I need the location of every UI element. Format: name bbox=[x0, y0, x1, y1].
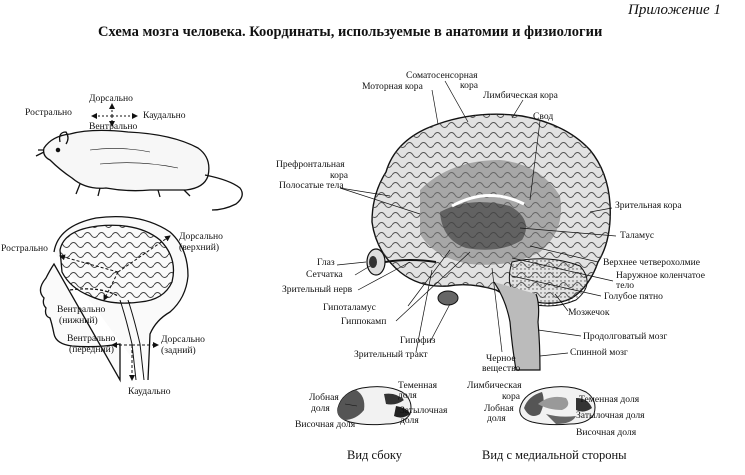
rat-caudal-label: Каудально bbox=[143, 110, 186, 121]
medial-limbic-label: Лимбическая bbox=[467, 380, 522, 391]
medial-limbic-label-2: кора bbox=[502, 391, 521, 402]
rat-figure bbox=[35, 129, 243, 211]
label-locus-coeruleus: Голубое пятно bbox=[604, 291, 663, 302]
label-striatum: Полосатые тела bbox=[279, 180, 344, 191]
side-view-caption: Вид сбоку bbox=[347, 448, 402, 462]
label-hypothalamus: Гипоталамус bbox=[323, 302, 376, 313]
label-limbic-cortex: Лимбическая кора bbox=[483, 90, 558, 101]
side-parietal-label: Теменная bbox=[398, 380, 438, 391]
label-optic-tract: Зрительный тракт bbox=[354, 349, 428, 360]
head-ventral-low-label: Вентрально bbox=[57, 304, 106, 315]
medial-occipital-label: Затылочная доля bbox=[576, 410, 645, 421]
label-motor-cortex: Моторная кора bbox=[362, 81, 423, 92]
medial-frontal-label: Лобная bbox=[484, 403, 514, 414]
label-substantia-nigra: Черное bbox=[486, 353, 516, 364]
rat-dorsal-label: Дорсально bbox=[89, 93, 133, 104]
rat-ventral-label: Вентрально bbox=[89, 121, 138, 132]
head-ventral-front-label: Вентрально bbox=[67, 333, 116, 344]
label-cerebellum: Мозжечок bbox=[568, 307, 610, 318]
label-thalamus: Таламус bbox=[620, 230, 655, 241]
side-frontal-label: Лобная bbox=[309, 392, 339, 403]
rat-rostral-label: Рострально bbox=[25, 107, 72, 118]
label-superior-colliculus: Верхнее четверохолмие bbox=[603, 257, 701, 268]
head-dorsal-top-sub: (верхний) bbox=[179, 242, 220, 253]
label-optic-nerve: Зрительный нерв bbox=[282, 284, 353, 295]
label-hippocampus: Гиппокамп bbox=[341, 316, 387, 327]
label-eye: Глаз bbox=[317, 257, 335, 268]
medial-view-caption: Вид с медиальной стороны bbox=[482, 448, 627, 462]
label-somatosensory: Соматосенсорная bbox=[406, 70, 478, 81]
label-spinal-cord: Спинной мозг bbox=[570, 347, 628, 358]
side-view-brain bbox=[337, 386, 412, 426]
side-occipital-label-2: доля bbox=[400, 415, 419, 426]
appendix-label: Приложение 1 bbox=[628, 2, 721, 18]
side-frontal-label-2: доля bbox=[311, 403, 330, 414]
medial-parietal-label: Теменная доля bbox=[579, 394, 640, 405]
label-substantia-nigra-2: вещество bbox=[482, 363, 521, 374]
label-somatosensory-2: кора bbox=[460, 80, 479, 91]
rat-axes bbox=[91, 103, 138, 127]
main-brain-figure bbox=[366, 113, 611, 371]
side-temporal-label: Височная доля bbox=[295, 419, 356, 430]
label-medulla: Продолговатый мозг bbox=[583, 331, 668, 342]
head-ventral-low-sub: (нижний) bbox=[59, 315, 98, 326]
label-fornix: Свод bbox=[533, 111, 554, 122]
human-head-figure bbox=[39, 215, 189, 383]
head-dorsal-top-label: Дорсально bbox=[179, 231, 223, 242]
label-retina: Сетчатка bbox=[306, 269, 343, 280]
side-occipital-label: Затылочная bbox=[400, 405, 448, 416]
label-pituitary: Гипофиз bbox=[400, 335, 436, 346]
medial-view-brain bbox=[519, 386, 596, 426]
label-visual-cortex: Зрительная кора bbox=[615, 200, 682, 211]
head-dorsal-back-sub: (задний) bbox=[161, 345, 196, 356]
head-axes bbox=[59, 235, 171, 381]
head-ventral-front-sub: (передний) bbox=[69, 344, 114, 355]
medial-temporal-label: Височная доля bbox=[576, 427, 637, 438]
head-rostral-label: Рострально bbox=[1, 243, 48, 254]
label-prefrontal: Префронтальная bbox=[276, 159, 345, 170]
head-dorsal-back-label: Дорсально bbox=[161, 334, 205, 345]
head-caudal-label: Каудально bbox=[128, 386, 171, 397]
brain-leader-lines bbox=[336, 80, 617, 357]
side-parietal-label-2: доля bbox=[398, 390, 417, 401]
label-prefrontal-2: кора bbox=[330, 170, 349, 181]
page-title: Схема мозга человека. Координаты, исполь… bbox=[98, 24, 603, 40]
label-lateral-geniculate: Наружное коленчатое bbox=[616, 270, 705, 281]
medial-frontal-label-2: доля bbox=[487, 413, 506, 424]
label-lateral-geniculate-2: тело bbox=[616, 280, 635, 291]
